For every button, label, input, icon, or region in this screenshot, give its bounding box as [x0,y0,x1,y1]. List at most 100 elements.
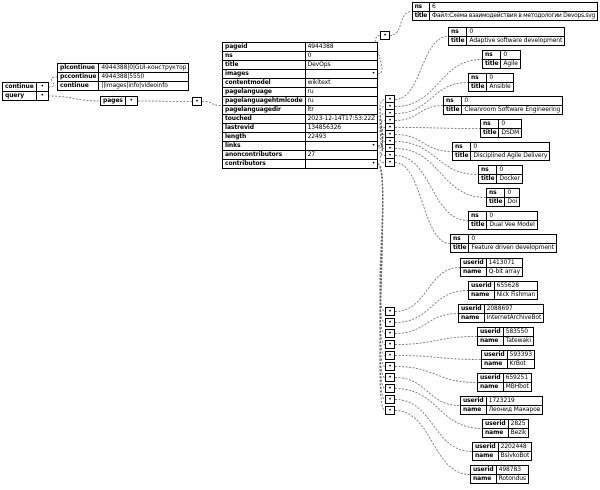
kv-row-images: images• [222,69,379,79]
key-cell: ns [447,27,468,37]
value-cell: Rotondus [495,474,529,484]
key-cell: ns [451,142,472,152]
bullet-icon: • [388,110,392,117]
bullet-icon: • [388,96,392,103]
value-cell: 0 [461,96,564,106]
bullet-icon: • [388,117,392,124]
key-cell: name [481,359,508,369]
value-cell: Bezik [507,428,530,438]
bullet-icon: • [388,407,392,414]
value-cell: Ansible [486,82,514,92]
value-cell: Q-bit array [485,267,524,277]
value-cell: 2088697 [483,304,545,314]
value-cell: Nick Fishman [493,290,539,300]
key-cell: images [222,69,306,79]
key-cell: ns [481,50,502,60]
value-cell: 0 [498,119,523,129]
key-cell: userid [470,465,497,475]
value-cell: ru [304,87,379,97]
value-cell: 593393 [506,350,535,360]
array-item-node: • [385,329,395,338]
key-cell: userid [460,258,487,268]
kv-row-contributors: contributors• [222,159,379,169]
value-cell: DSDM [498,128,523,138]
value-cell: Agile [500,59,521,69]
key-cell: ns [449,234,470,244]
value-cell: Adaptive software development [466,36,566,46]
array-bullet-icon: • [304,69,379,79]
array-item-node: • [380,31,390,40]
value-cell: Docker [496,174,523,184]
value-cell: KrBot [506,359,535,369]
value-cell: MBHbot [502,382,532,392]
key-cell: name [460,405,487,415]
key-cell: pages [100,96,126,106]
array-item-node: • [385,307,395,316]
array-item-node: • [385,318,395,327]
key-cell: name [472,451,499,461]
bullet-icon: • [388,308,392,315]
kv-row: query • [2,91,49,101]
bullet-icon: • [388,319,392,326]
key-cell: userid [460,396,487,406]
bullet-icon: • [388,145,392,152]
value-cell: 4944388|0|GUI-конструктор [98,63,190,73]
value-cell: Disciplined Agile Delivery [470,151,551,161]
value-cell: Cleanroom Software Engineering [461,105,564,115]
key-cell: ns [477,165,498,175]
key-cell: lastrevid [222,123,306,133]
kv-row-links: links• [222,141,379,151]
key-cell: title [479,128,500,138]
key-cell: title [442,105,463,115]
key-cell: userid [477,373,504,383]
value-cell: 22493 [304,132,379,142]
key-cell: name [458,313,485,323]
kv-row: pages • [100,96,138,106]
kv-row: continue • [2,82,49,92]
array-bullet-icon: • [304,141,379,151]
key-cell: title [222,60,306,70]
value-cell: 134856326 [304,123,379,133]
value-cell: 0 [500,50,521,60]
array-item-node: • [385,406,395,415]
key-cell: pagelanguagehtmlcode [222,96,306,106]
key-cell: userid [477,327,504,337]
value-cell: 0 [504,188,521,198]
key-cell: contentmodel [222,78,306,88]
key-cell: title [451,151,472,161]
key-cell: continue [2,82,37,92]
